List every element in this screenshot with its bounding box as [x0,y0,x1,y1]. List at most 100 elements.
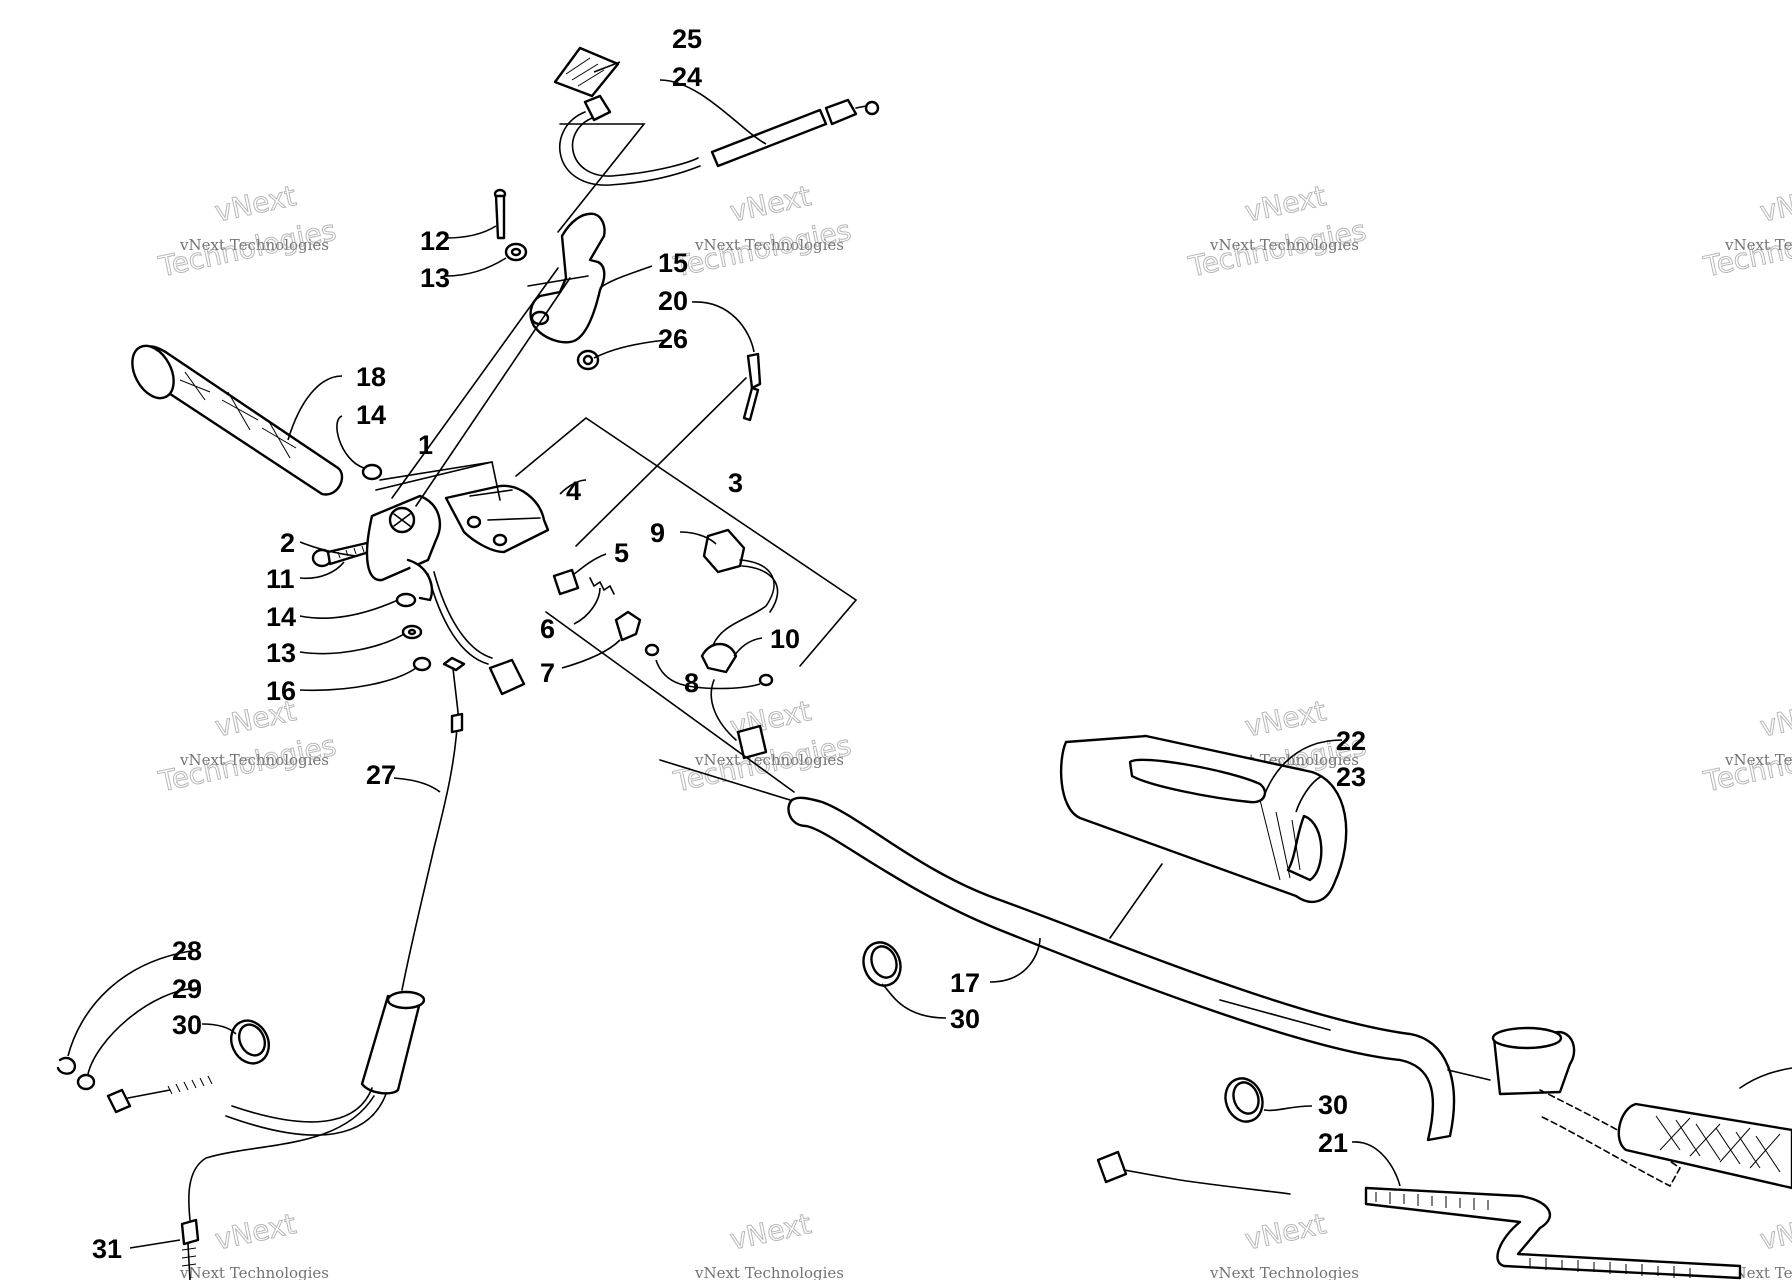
svg-text:vNext: vNext [727,179,814,228]
callout-7: 7 [540,658,555,688]
svg-text:Technologies: Technologies [155,729,339,799]
svg-text:vNext: vNext [212,179,299,228]
leader-lines [67,61,1401,1249]
callout-17: 17 [950,968,980,998]
part-4-switch [444,484,550,554]
cable-boot [188,990,426,1221]
right-grip-assembly [1491,1026,1792,1190]
callout-29: 29 [172,974,202,1004]
callout-3: 3 [728,468,743,498]
callout-16: 16 [266,676,296,706]
part-10-bracket [700,642,768,760]
svg-text:vNext: vNext [212,1207,299,1256]
part-5-pin [552,568,580,596]
part-26-clip [576,349,600,371]
part-14-spacer-upper [361,463,383,481]
svg-text:vNext Technologies: vNext Technologies [179,1264,329,1280]
svg-text:vNext: vNext [1242,179,1329,228]
part-25-pad [553,46,620,98]
part-17-handlebar [787,796,1456,1142]
part-18-left-grip [131,344,344,496]
callout-8: 8 [684,668,699,698]
callout-30-left: 30 [172,1010,202,1040]
callout-18: 18 [356,362,386,392]
callout-22: 22 [1336,726,1366,756]
part-13-washer-upper [504,242,528,262]
svg-text:vNext Technologies: vNext Technologies [694,236,844,254]
callout-14-upper: 14 [356,400,386,430]
callouts: 25 24 12 13 15 20 26 18 14 1 4 3 9 2 5 1… [92,24,1366,1264]
callout-31: 31 [92,1234,122,1264]
part-6-spring [589,577,615,595]
callout-13-upper: 13 [420,263,450,293]
svg-text:vNext: vNext [1757,694,1792,743]
watermark: vNext vNext Technologies Technologies [1185,179,1370,284]
callout-2: 2 [280,528,295,558]
svg-text:vNext Technologies: vNext Technologies [694,751,844,769]
callout-6: 6 [540,614,555,644]
part-30-clamp-right [1224,1077,1264,1123]
callout-11: 11 [266,564,295,594]
part-24-harness [559,94,880,186]
part-8-screw [644,643,774,687]
svg-text:Technologies: Technologies [155,214,339,284]
svg-text:vNext: vNext [1757,1207,1792,1256]
part-9-switch [702,528,779,649]
cable-end-left [106,1075,213,1114]
svg-text:Technologies: Technologies [670,214,854,284]
callout-13-lower: 13 [266,638,296,668]
exploded-lines [379,123,1491,1081]
watermark: vNext vNext Technologies Technologies [155,179,340,284]
callout-1: 1 [418,430,433,460]
callout-26: 26 [658,324,688,354]
svg-text:vNext: vNext [727,1207,814,1256]
callout-15: 15 [658,248,688,278]
watermark: vNext vNext Technologies [694,1207,844,1280]
svg-text:vNext: vNext [1242,1207,1329,1256]
part-21-heater-element [1096,1150,1742,1280]
callout-27: 27 [366,760,396,790]
callout-4: 4 [566,476,581,506]
part-14-spacer-lower [395,592,417,608]
part-13-washer-lower [401,624,423,640]
housing-wire [427,571,526,696]
watermark: vNext vNext Technologies Technologies [670,179,855,284]
svg-text:vNext: vNext [1242,694,1329,743]
callout-21: 21 [1318,1128,1348,1158]
callout-9: 9 [650,518,665,548]
svg-text:vNext Technologies: vNext Technologies [1209,1264,1359,1280]
callout-30-right: 30 [1318,1090,1348,1120]
part-30-clamp-middle [862,941,902,987]
svg-text:vNext Technologies: vNext Technologies [694,1264,844,1280]
svg-text:vNext Technologies: vNext Technologies [1724,236,1792,254]
watermark: vNext vNext Technologies Technologies [1700,179,1792,284]
part-27-cable [401,656,466,991]
callout-12: 12 [420,226,450,256]
svg-text:vNext Technologies: vNext Technologies [1724,751,1792,769]
part-1-throttle-housing [365,461,493,602]
part-20-bracket [742,352,762,422]
part-12-pin [493,188,507,240]
callout-14-lower: 14 [266,602,296,632]
watermarks: vNext vNext Technologies Technologies vN… [155,179,1792,1280]
callout-5: 5 [614,538,629,568]
svg-text:vNext: vNext [1757,179,1792,228]
part-16-nut [412,656,432,672]
part-30-clamp-left [230,1019,270,1065]
callout-24: 24 [672,62,702,92]
callout-28: 28 [172,936,202,966]
callout-10: 10 [770,624,800,654]
part-22-handlebar-pad [1059,734,1348,904]
watermark: vNext vNext Technologies Technologies [1700,694,1792,799]
watermark: vNext vNext Technologies [1209,1207,1359,1280]
svg-text:vNext Technologies: vNext Technologies [179,236,329,254]
svg-text:vNext Technologies: vNext Technologies [179,751,329,769]
svg-text:vNext Technologies: vNext Technologies [1209,236,1359,254]
part-22-leader-line [1109,863,1163,939]
callout-23: 23 [1336,762,1366,792]
watermark: vNext vNext Technologies Technologies [155,694,340,799]
part-31-fitting [180,1218,200,1280]
callout-30-middle: 30 [950,1004,980,1034]
callout-25: 25 [672,24,702,54]
